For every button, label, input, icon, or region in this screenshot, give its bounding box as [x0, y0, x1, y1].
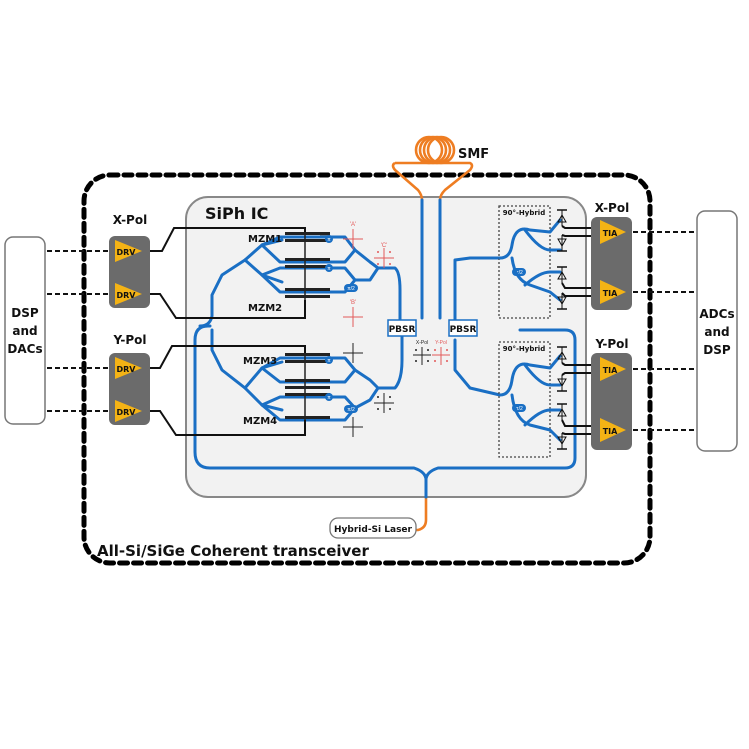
- hybrid-x: 90°-Hybrid: [498, 205, 562, 319]
- svg-text:π: π: [327, 237, 331, 243]
- smf-fiber: SMF: [391, 135, 489, 201]
- svg-text:PBSR: PBSR: [450, 325, 477, 335]
- constellation-y-a: [343, 343, 363, 363]
- svg-text:π: π: [327, 395, 331, 401]
- svg-text:X-Pol: X-Pol: [416, 340, 428, 346]
- svg-text:DRV: DRV: [117, 408, 137, 417]
- pbsr-rx: PBSR: [448, 319, 478, 337]
- mzm2-label: MZM2: [248, 303, 282, 314]
- photodiodes: [557, 209, 567, 450]
- svg-text:DRV: DRV: [117, 291, 137, 300]
- driver-amplifier: [115, 240, 142, 262]
- diagram-title: All-Si/SiGe Coherent transceiver: [97, 542, 369, 560]
- constellation-y-c: [374, 393, 394, 413]
- laser-feed: Hybrid-Si Laser: [329, 497, 428, 539]
- mzm3-label: MZM3: [243, 356, 277, 367]
- svg-text:π/2: π/2: [347, 407, 355, 413]
- adcs-dsp-line3: DSP: [703, 343, 731, 357]
- mzm-electrodes: [285, 230, 330, 420]
- photodiode: [557, 403, 567, 420]
- constellation-ypol-out: Y-Pol: [432, 340, 450, 365]
- tx-group-ypol: Y-Pol DRV DRV: [109, 333, 150, 425]
- tx-ypol-label: Y-Pol: [112, 333, 146, 347]
- tia-amplifier: [600, 357, 626, 381]
- svg-text:π/2: π/2: [515, 270, 523, 276]
- svg-text:TIA: TIA: [603, 229, 618, 238]
- svg-text:DRV: DRV: [117, 248, 137, 257]
- dsp-dacs-line2: and: [12, 324, 37, 338]
- photodiode: [557, 375, 567, 392]
- svg-text:90°-Hybrid: 90°-Hybrid: [503, 209, 545, 217]
- tx-xpol-label: X-Pol: [113, 213, 147, 227]
- svg-text:'C': 'C': [381, 243, 388, 249]
- adcs-dsp-line2: and: [704, 325, 729, 339]
- constellation-c: 'C': [374, 243, 394, 268]
- svg-text:π/2: π/2: [347, 286, 355, 292]
- tia-amplifier: [600, 418, 626, 442]
- hybrid-y: 90°-Hybrid: [498, 341, 562, 458]
- driver-amplifier: [115, 400, 142, 422]
- photodiode: [557, 209, 567, 226]
- laser-label: Hybrid-Si Laser: [334, 525, 413, 535]
- svg-text:TIA: TIA: [603, 289, 618, 298]
- rx-electrical: [561, 225, 600, 435]
- rx-group-xpol: X-Pol TIA TIA: [591, 201, 632, 310]
- svg-text:Y-Pol: Y-Pol: [435, 340, 447, 346]
- photodiode: [557, 266, 567, 283]
- svg-text:'A': 'A': [350, 222, 356, 228]
- tia-amplifier: [600, 280, 626, 304]
- tia-amplifier: [600, 220, 626, 244]
- smf-label: SMF: [458, 147, 489, 162]
- chip-label: SiPh IC: [205, 204, 268, 223]
- rx-ypol-label: Y-Pol: [594, 337, 628, 351]
- svg-text:π/2: π/2: [515, 406, 523, 412]
- constellation-y-b: [343, 417, 363, 437]
- phase-shifters: π π π π π/2 π/2 π/2 π/2: [325, 235, 526, 413]
- constellation-a: 'A': [343, 222, 363, 249]
- constellation-xpol-out: X-Pol: [413, 340, 431, 365]
- mzm4-label: MZM4: [243, 416, 277, 427]
- photodiode: [557, 293, 567, 310]
- svg-text:PBSR: PBSR: [389, 325, 416, 335]
- adcs-dsp-block: ADCs and DSP: [696, 210, 738, 452]
- tx-signal-lines: [47, 250, 112, 412]
- driver-amplifier: [115, 283, 142, 305]
- photodiode: [557, 433, 567, 450]
- tx-group-xpol: X-Pol DRV DRV: [109, 213, 150, 308]
- rx-group-ypol: Y-Pol TIA TIA: [591, 337, 632, 450]
- dsp-dacs-line3: DACs: [7, 342, 42, 356]
- rx-signal-lines: [625, 231, 697, 431]
- adcs-dsp-line1: ADCs: [699, 307, 734, 321]
- driver-amplifier: [115, 357, 142, 379]
- mzm1-label: MZM1: [248, 234, 282, 245]
- svg-text:π: π: [327, 358, 331, 364]
- photodiode: [557, 235, 567, 252]
- constellation-b: 'B': [343, 300, 363, 327]
- svg-text:TIA: TIA: [603, 427, 618, 436]
- dsp-dacs-line1: DSP: [11, 306, 39, 320]
- svg-text:'B': 'B': [350, 300, 356, 306]
- tx-electrical: [145, 227, 306, 436]
- photodiode: [557, 346, 567, 363]
- svg-text:DRV: DRV: [117, 365, 137, 374]
- svg-text:π: π: [327, 266, 331, 272]
- svg-text:90°-Hybrid: 90°-Hybrid: [503, 345, 545, 353]
- pbsr-tx: PBSR: [387, 319, 417, 337]
- rx-xpol-label: X-Pol: [595, 201, 629, 215]
- svg-text:TIA: TIA: [603, 366, 618, 375]
- dsp-dacs-block: DSP and DACs: [4, 236, 46, 425]
